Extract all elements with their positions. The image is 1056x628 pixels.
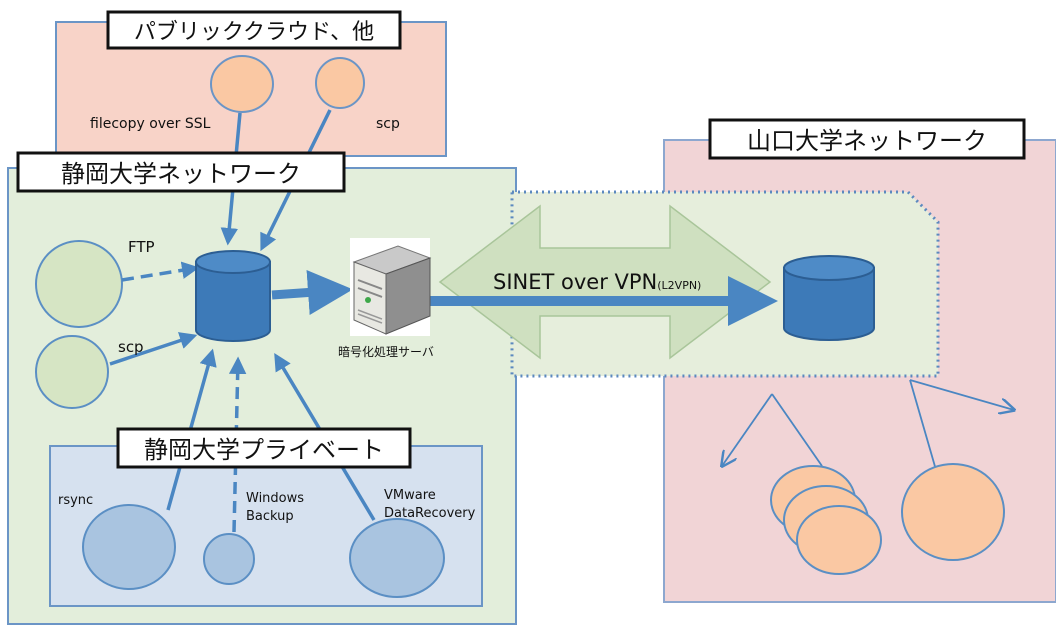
shizuoka-private-title-box: [116, 427, 412, 469]
windows-backup-node: [203, 533, 255, 585]
public-cloud-title: パブリッククラウド、他: [134, 20, 374, 45]
cloud-filecopy-node: [210, 55, 274, 113]
yamaguchi-node-stack-3: [796, 505, 882, 575]
rsync-label: rsync: [58, 493, 93, 508]
arrow-storage-to-server: [271, 270, 353, 315]
yamaguchi-network-title-box: [708, 118, 1026, 160]
vmware-node: [349, 518, 445, 598]
yamaguchi-node-large: [901, 463, 1005, 561]
filecopy-ssl-label: filecopy over SSL: [90, 116, 211, 132]
windows-label-line2: Backup: [246, 509, 294, 524]
arrow-yamaguchi-right: [909, 379, 1014, 410]
encryption-server-label: 暗号化処理サーバ: [338, 344, 434, 359]
rsync-node: [82, 504, 176, 590]
shizuoka-private-title: 静岡大学プライベート: [144, 436, 384, 464]
vmware-label-line1: VMware: [384, 488, 436, 503]
scp-label: scp: [118, 338, 144, 356]
sinet-label-main: SINET over VPN: [493, 270, 657, 294]
sinet-label: SINET over VPN(L2VPN): [493, 270, 701, 294]
arrow-ftp-to-storage: [121, 261, 200, 282]
yamaguchi-storage-cylinder: [783, 255, 875, 341]
shizuoka-storage-cylinder: [195, 250, 271, 342]
sinet-label-sub: (L2VPN): [657, 279, 701, 292]
ftp-label: FTP: [128, 238, 155, 256]
windows-label-line1: Windows: [246, 491, 304, 506]
cloud-scp-label: scp: [376, 116, 400, 132]
ftp-node: [35, 240, 123, 328]
scp-node: [35, 335, 109, 409]
cloud-scp-node: [315, 57, 365, 109]
public-cloud-title-box: [106, 10, 402, 50]
yamaguchi-network-title: 山口大学ネットワーク: [747, 127, 987, 155]
shizuoka-network-title-box: [16, 151, 346, 193]
arrow-yamaguchi-to-big: [909, 379, 937, 471]
vmware-label-line2: DataRecovery: [384, 506, 476, 521]
encryption-server-icon: [350, 238, 432, 336]
arrow-yamaguchi-down-left: [722, 393, 773, 466]
arrow-scp-to-storage: [109, 332, 198, 366]
arrow-yamaguchi-to-stack: [771, 393, 823, 467]
shizuoka-network-title: 静岡大学ネットワーク: [61, 160, 301, 188]
